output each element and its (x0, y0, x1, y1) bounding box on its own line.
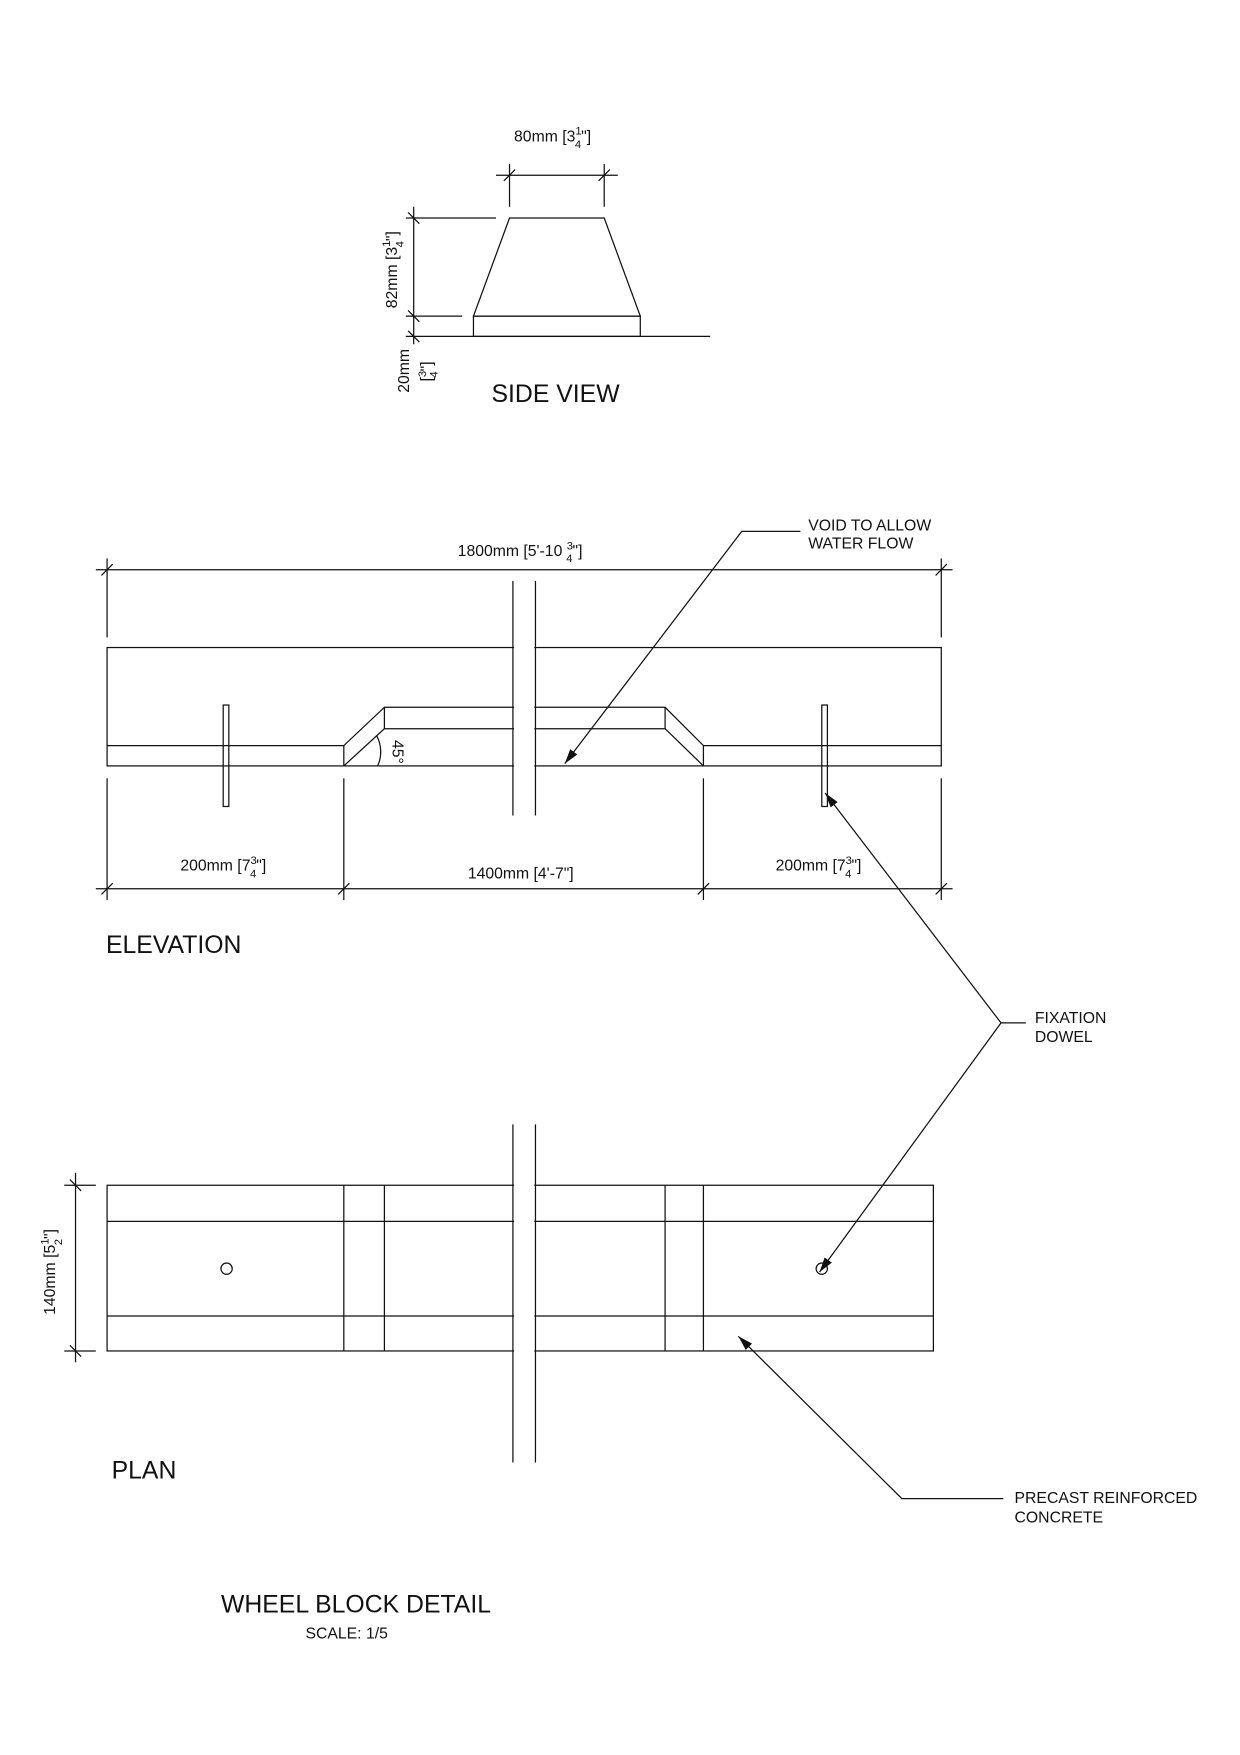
concrete-note-line2: CONCRETE (1015, 1509, 1103, 1526)
dowel-right (821, 704, 829, 808)
void-note-line1: VOID TO ALLOW (808, 517, 931, 534)
side-view-label: SIDE VIEW (491, 381, 620, 408)
elevation-label: ELEVATION (106, 932, 242, 959)
angle-arc (375, 735, 382, 767)
void-note: VOID TO ALLOW WATER FLOW (564, 517, 931, 765)
angle-label: 45° (388, 740, 405, 764)
side-base-dim-imperial: [34"] (417, 361, 440, 381)
drawing-scale: SCALE: 1/5 (305, 1625, 388, 1642)
dowel-hole-left (220, 1262, 233, 1275)
plan-label: PLAN (112, 1457, 177, 1484)
drawing-title: WHEEL BLOCK DETAIL (221, 1591, 491, 1618)
block-profile (472, 217, 642, 317)
dowel-note-line2: DOWEL (1035, 1029, 1093, 1046)
dowel-note: FIXATION DOWEL (819, 792, 1107, 1273)
dowel-left (222, 704, 230, 808)
dowel-note-line1: FIXATION (1035, 1010, 1107, 1027)
concrete-note-line1: PRECAST REINFORCED (1015, 1490, 1198, 1507)
concrete-note: PRECAST REINFORCED CONCRETE (737, 1335, 1198, 1526)
center-segment-dim: 1400mm [4'-7"] (468, 866, 574, 883)
side-base-dim: 20mm (396, 349, 413, 393)
void-note-line2: WATER FLOW (808, 535, 913, 552)
